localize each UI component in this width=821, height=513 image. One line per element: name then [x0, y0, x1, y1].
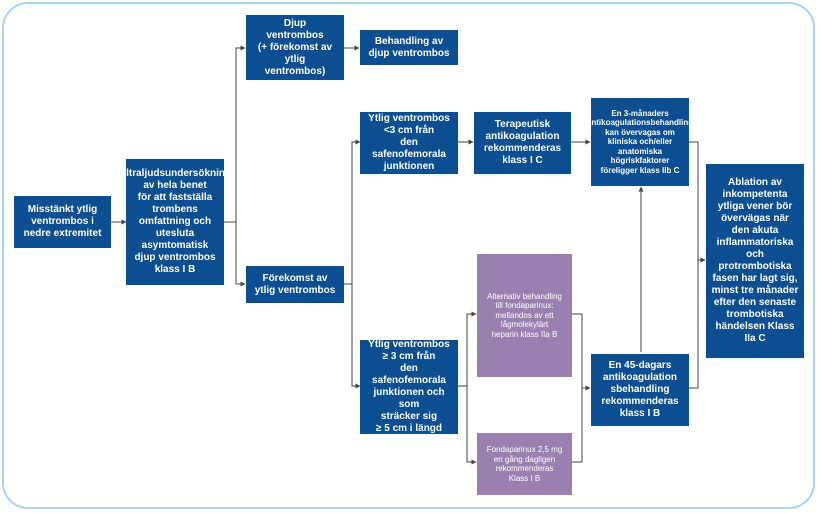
node-svt-far-junction: Ytlig ventrombos ≥ 3 cm från den safenof… [360, 339, 458, 434]
node-three-month-anticoagulation: En 3-månaders antikoagulationsbehandling… [587, 98, 693, 186]
edge-svt-far [351, 284, 361, 389]
edge-far-alternative [458, 311, 477, 387]
node-alternative-treatment: Alternativ behandling till fondaparinux:… [477, 254, 572, 377]
node-therapeutic-anticoagulation: Terapeutisk antikoagulation rekommendera… [474, 112, 571, 174]
node-dvt-treatment: Behandling av djup ventrombos [360, 30, 458, 65]
edge-alt-merge [572, 313, 583, 463]
node-suspected-svt: Misstänkt ytlig ventrombos i nedre extre… [14, 196, 111, 248]
node-svt-near-junction: Ytlig ventrombos <3 cm från den safenofe… [360, 112, 458, 174]
edge-to-ablation [689, 141, 699, 389]
node-45-day-anticoagulation: En 45-dagars antikoagulation sbehandling… [591, 354, 689, 426]
node-ablation: Ablation av inkompetenta ytliga vener bö… [706, 164, 804, 358]
node-svt-presence: Förekomst av ytlig ventrombos [246, 266, 344, 303]
node-dvt: Djup ventrombos (+ förekomst av ytlig ve… [246, 15, 344, 80]
edge-svt-branches [344, 139, 361, 285]
edge-far-fondaparinux [466, 386, 477, 465]
node-ultrasound: Ultraljudsundersökning av hela benet för… [119, 159, 231, 285]
node-fondaparinux: Fondaparinux 2,5 mg en gång dagligen rek… [477, 433, 572, 495]
diagram-frame [2, 2, 815, 509]
